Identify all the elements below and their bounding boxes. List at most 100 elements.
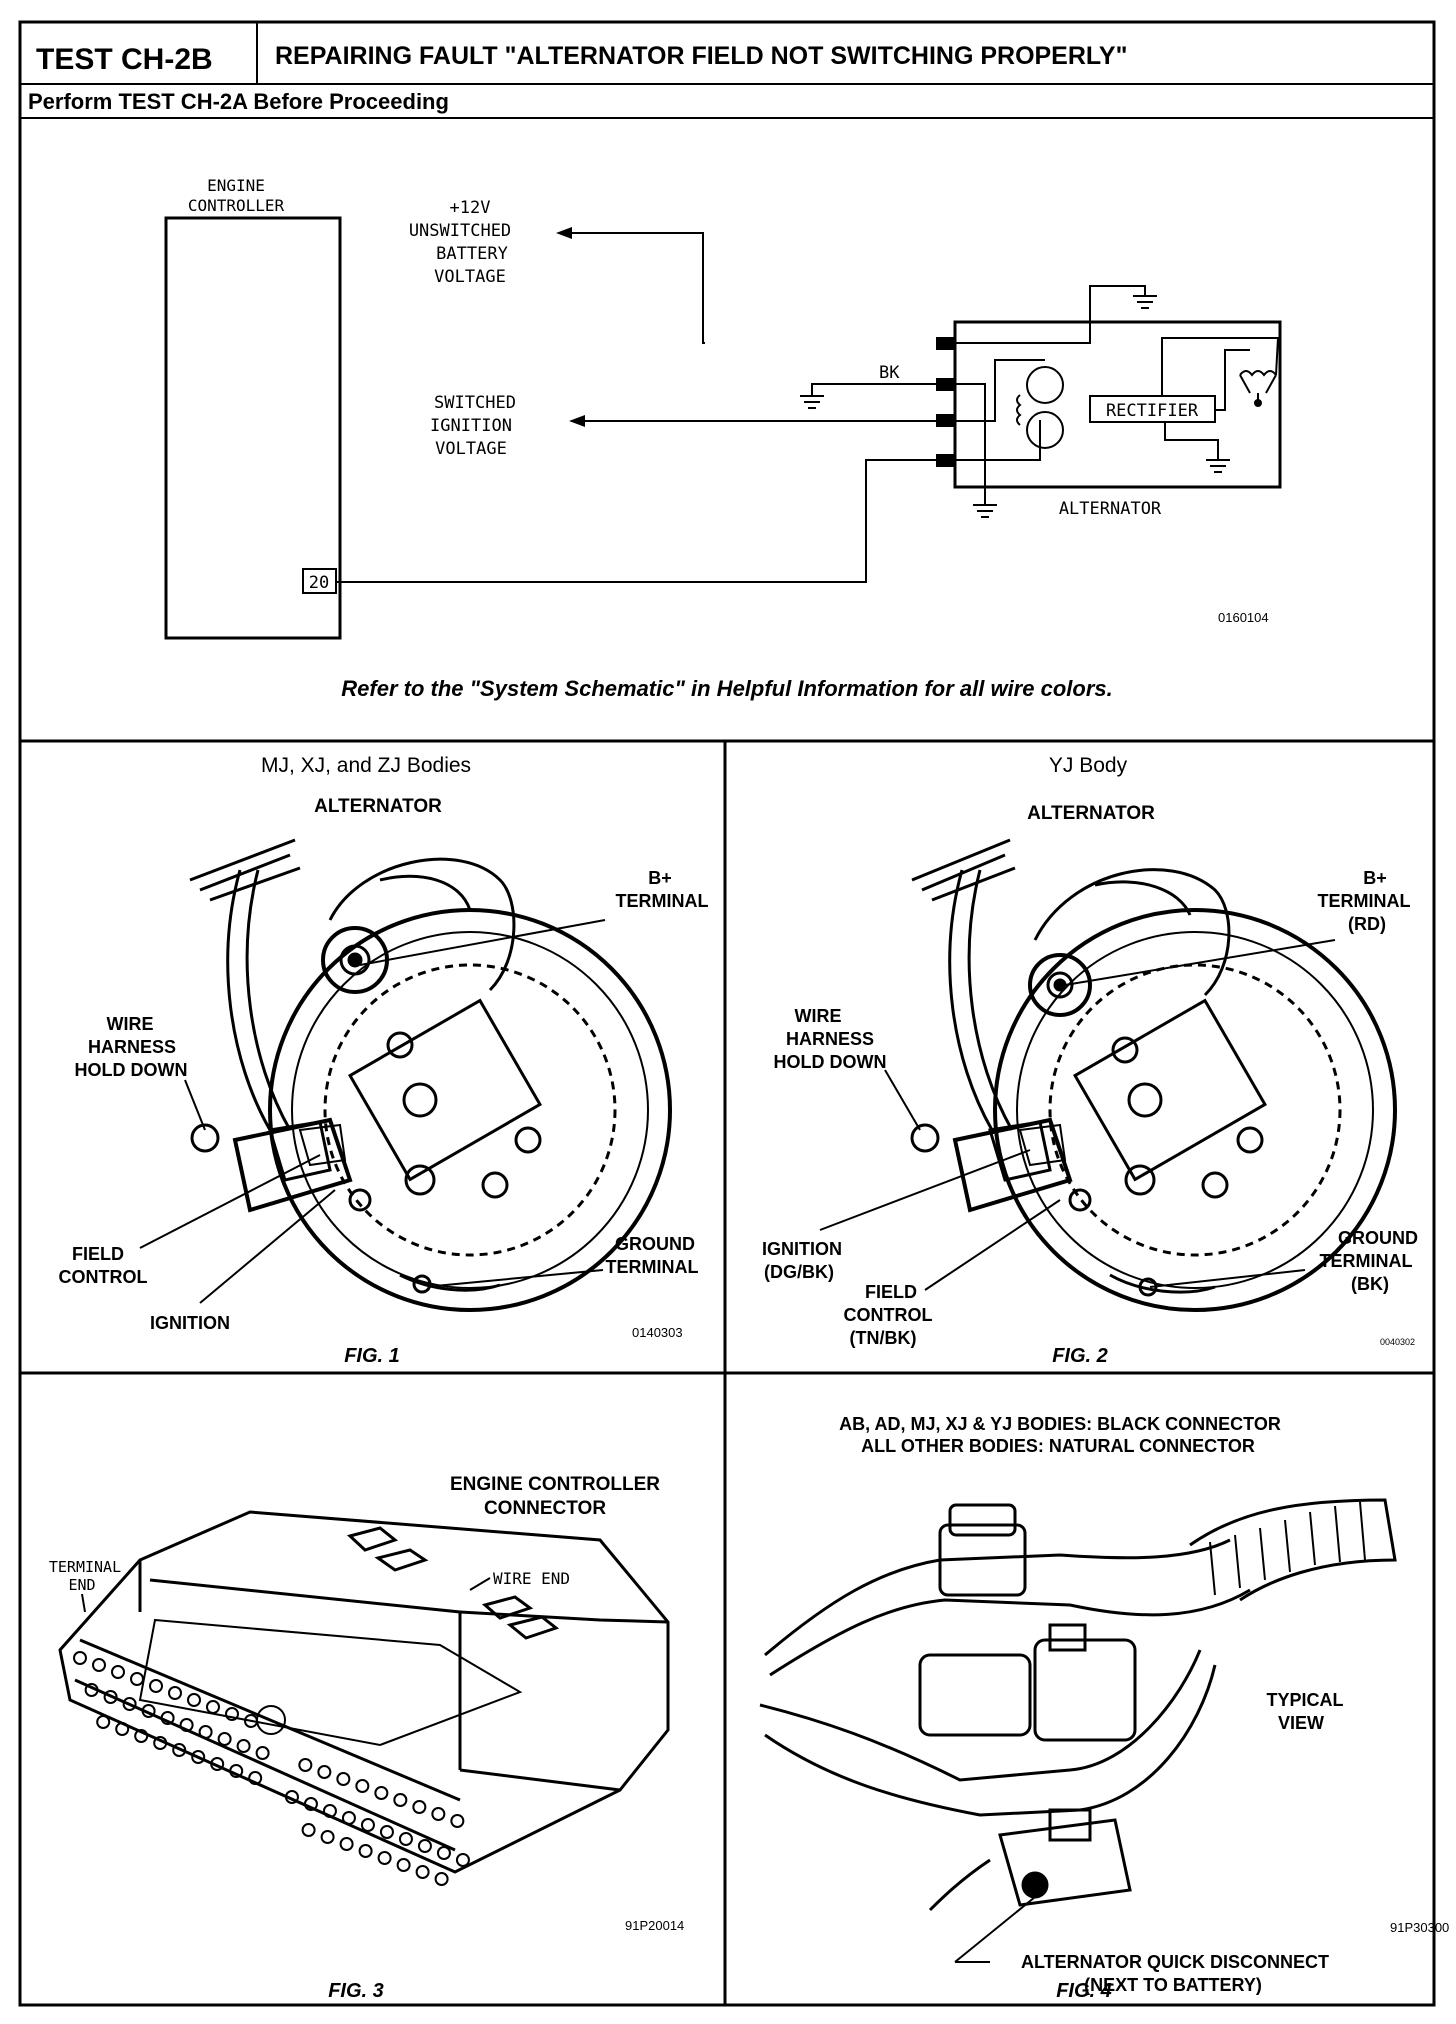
connector-pin xyxy=(434,1872,449,1886)
bk-wire-label: BK xyxy=(879,363,900,383)
fig1-ground-line-1: GROUND xyxy=(615,1234,695,1254)
fig3-wire-end-label: WIRE END xyxy=(493,1569,570,1588)
connector-pin xyxy=(111,1665,125,1679)
fig4-quick-disconnect-line-1: ALTERNATOR QUICK DISCONNECT xyxy=(1021,1952,1329,1972)
ignition-label-line-2: IGNITION xyxy=(430,416,512,436)
ground-symbol-bottom-left xyxy=(973,504,997,518)
fig1-code: 0140303 xyxy=(632,1325,683,1340)
fig3-label-line-2: CONNECTOR xyxy=(484,1498,606,1519)
fig1-caption: FIG. 1 xyxy=(344,1345,400,1367)
connector-pin xyxy=(115,1722,130,1736)
fig1-ground-line-2: TERMINAL xyxy=(606,1257,699,1277)
figure-4-panel: AB, AD, MJ, XJ & YJ BODIES: BLACK CONNEC… xyxy=(759,1414,1449,2002)
fig2-ignition-leader xyxy=(819,1149,1031,1231)
fig2-ground-line-2: TERMINAL xyxy=(1320,1251,1413,1271)
connector-pin xyxy=(415,1865,430,1879)
fig4-quick-disconnect-line-2: (NEXT TO BATTERY) xyxy=(1084,1975,1262,1995)
connector-pin xyxy=(377,1851,392,1865)
battery-label-line-1: +12V xyxy=(450,198,491,218)
wiring-schematic: ENGINE CONTROLLER 20 +12V UNSWITCHED BAT… xyxy=(164,176,1282,701)
alternator-label: ALTERNATOR xyxy=(1059,499,1162,519)
alternator-terminals xyxy=(936,337,956,467)
fig2-wire-leader xyxy=(884,1069,921,1131)
connector-pin xyxy=(160,1711,175,1725)
fig2-ignition-line-2: (DG/BK) xyxy=(764,1262,834,1282)
field-control-wire xyxy=(336,459,938,583)
fig1-field-line-1: FIELD xyxy=(72,1244,124,1264)
fig4-quick-disconnect-leader xyxy=(954,1896,1036,1963)
connector-pin xyxy=(393,1793,408,1807)
ground-symbol-bk xyxy=(800,395,824,409)
connector-pin xyxy=(122,1697,137,1711)
connector-pin xyxy=(73,1651,87,1665)
connector-pin xyxy=(130,1672,144,1686)
fig2-bplus-line-1: B+ xyxy=(1363,868,1387,888)
fig1-field-line-2: CONTROL xyxy=(59,1267,148,1287)
connector-pin xyxy=(320,1830,335,1844)
connector-pin xyxy=(450,1814,465,1828)
fig2-bplus-line-3: (RD) xyxy=(1348,914,1386,934)
pin-20-label: 20 xyxy=(309,573,329,593)
connector-pin xyxy=(179,1718,194,1732)
fig3-connector-drawing xyxy=(58,1510,670,1874)
ground-symbol-rectifier xyxy=(1206,459,1230,473)
fig2-bplus-leader xyxy=(1064,939,1336,986)
connector-pin xyxy=(217,1732,232,1746)
fig1-bplus-leader xyxy=(359,919,606,966)
fig3-connector-pins xyxy=(73,1651,470,1886)
fig4-code: 91P30300 xyxy=(1390,1920,1449,1935)
fig1-bplus-line-1: B+ xyxy=(648,868,672,888)
fig2-wire-line-3: HOLD DOWN xyxy=(774,1052,887,1072)
connector-pin xyxy=(339,1837,354,1851)
fig2-alternator-label: ALTERNATOR xyxy=(1027,803,1155,824)
connector-pin xyxy=(198,1725,213,1739)
rectifier-label: RECTIFIER xyxy=(1106,401,1199,421)
fig1-ignition-label: IGNITION xyxy=(150,1313,230,1333)
fig2-field-line-2: CONTROL xyxy=(844,1305,933,1325)
fig3-terminal-line-1: TERMINAL xyxy=(49,1558,121,1576)
connector-pin xyxy=(417,1839,432,1853)
fig2-caption: FIG. 2 xyxy=(1052,1345,1108,1367)
ignition-label-line-3: VOLTAGE xyxy=(435,439,507,459)
alternator-box xyxy=(953,320,1282,489)
fig4-typical-line-1: TYPICAL xyxy=(1266,1690,1343,1710)
bk-internal xyxy=(956,383,986,505)
connector-pin xyxy=(92,1658,106,1672)
connector-pin xyxy=(336,1772,351,1786)
schematic-figure-code: 0160104 xyxy=(1218,610,1269,625)
connector-pin xyxy=(141,1704,156,1718)
connector-pin xyxy=(134,1729,149,1743)
fig1-alternator-drawing xyxy=(189,838,672,1312)
page-title: REPAIRING FAULT "ALTERNATOR FIELD NOT SW… xyxy=(275,42,1127,70)
connector-pin xyxy=(396,1858,411,1872)
brush-lower xyxy=(1026,411,1064,449)
test-id: TEST CH-2B xyxy=(36,43,213,76)
fig4-typical-line-2: VIEW xyxy=(1278,1713,1324,1733)
connector-pin xyxy=(168,1686,182,1700)
fig3-terminal-leader xyxy=(81,1593,86,1613)
connector-pin xyxy=(236,1739,251,1753)
connector-pin xyxy=(360,1818,375,1832)
connector-pin xyxy=(322,1804,337,1818)
connector-pin xyxy=(301,1823,316,1837)
connector-pin xyxy=(298,1758,313,1772)
fig2-field-line-1: FIELD xyxy=(865,1282,917,1302)
brush-upper xyxy=(1026,366,1064,404)
connector-pin xyxy=(436,1846,451,1860)
battery-arrow xyxy=(556,227,572,239)
ground-symbol-top xyxy=(1133,295,1157,309)
connector-pin xyxy=(84,1683,99,1697)
schematic-note: Refer to the "System Schematic" in Helpf… xyxy=(341,676,1112,701)
connector-pin xyxy=(187,1693,201,1707)
page-frame xyxy=(18,20,1436,2007)
ignition-internal xyxy=(956,359,1045,422)
connector-pin xyxy=(355,1779,370,1793)
battery-label-line-4: VOLTAGE xyxy=(434,267,506,287)
controller-label-line-1: ENGINE xyxy=(207,176,265,195)
fig3-code: 91P20014 xyxy=(625,1918,684,1933)
connector-pin xyxy=(103,1690,118,1704)
connector-pin xyxy=(303,1797,318,1811)
fig3-caption: FIG. 3 xyxy=(328,1980,384,2002)
connector-pin xyxy=(374,1786,389,1800)
